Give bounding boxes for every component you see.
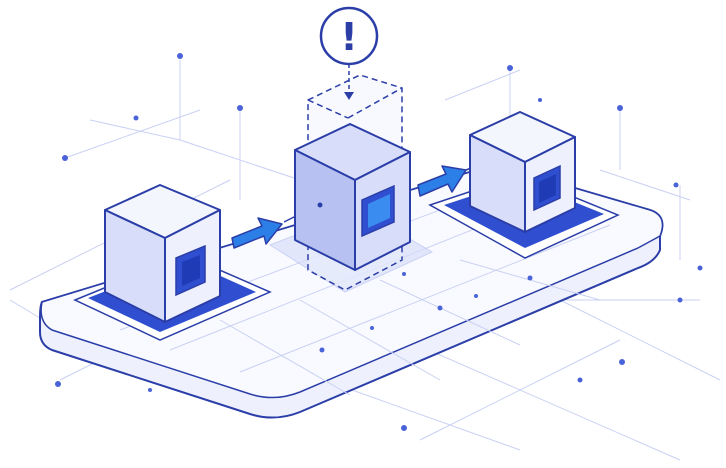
node-cube-left [104,184,221,323]
node-cube-middle [294,123,411,271]
alert-symbol: ! [340,15,357,59]
node-cube-right [469,111,576,233]
alert-indicator: ! [319,6,379,100]
